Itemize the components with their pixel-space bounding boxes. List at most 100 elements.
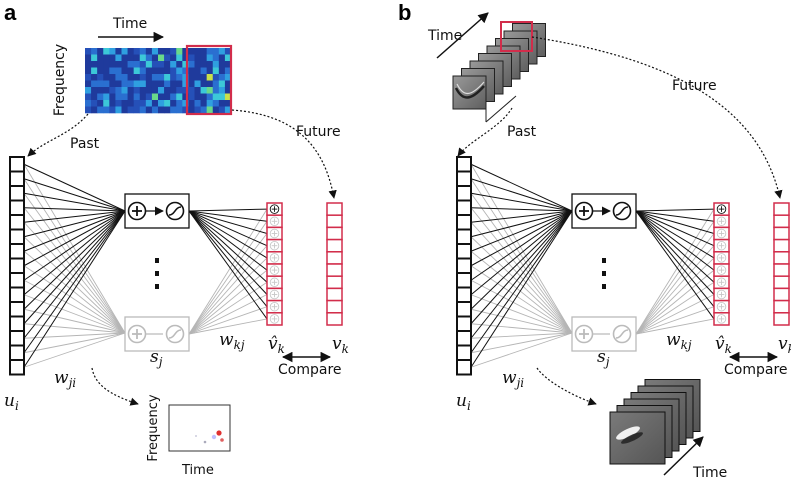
weight-line (470, 192, 573, 212)
spectrogram-cell (212, 93, 220, 101)
input-unit (456, 286, 472, 303)
target-unit (773, 275, 790, 290)
spectrogram-cell (164, 100, 171, 107)
spectrogram-cell (212, 100, 220, 107)
input-unit (456, 243, 472, 260)
spectrogram-cell (158, 100, 165, 107)
weight-line (635, 210, 715, 247)
spectrogram-cell (224, 67, 232, 75)
spectrogram-cell (170, 67, 177, 75)
panel-b-time-arrow (436, 12, 489, 59)
spectrogram-cell (212, 80, 220, 88)
weight-line-faded (470, 323, 573, 334)
spectrogram-cell (158, 74, 165, 81)
panel-b-weights (470, 163, 715, 368)
spectrogram-cell (85, 100, 92, 107)
spectrogram-cell (164, 80, 171, 88)
input-unit (9, 315, 25, 332)
spectrogram-cell (206, 67, 214, 75)
spectrogram-cell (206, 74, 214, 81)
spectrogram-cell (200, 93, 207, 101)
spectrogram-cell (133, 93, 141, 101)
weight-line (470, 210, 573, 354)
input-unit (456, 257, 472, 274)
spectrogram-cell (91, 74, 98, 81)
spectrogram-cell (127, 80, 134, 88)
weight-line-faded (23, 332, 126, 339)
sum-icon (269, 277, 280, 288)
panel-a-rf-arrow (91, 367, 139, 406)
weight-line-faded (23, 279, 126, 334)
input-unit (9, 243, 25, 260)
weight-line-faded (188, 294, 268, 335)
sum-icon (716, 253, 727, 263)
spectrogram-cell (91, 106, 98, 114)
spectrogram-cell (85, 106, 92, 114)
weight-line (188, 210, 268, 247)
spectrogram-cell (109, 74, 116, 81)
weight-line (188, 210, 268, 295)
spectrogram-cell (139, 54, 147, 62)
spectrogram-cell (139, 106, 147, 114)
sum-icon (716, 240, 727, 251)
spectrogram-cell (145, 67, 153, 75)
weight-line-faded (23, 164, 126, 334)
spectrogram-cell (188, 61, 195, 68)
weight-line-faded (23, 250, 126, 334)
spectrogram-cell (182, 61, 189, 68)
sum-icon (269, 240, 280, 251)
weight-line (635, 210, 715, 295)
weight-line (188, 210, 268, 259)
spectrogram-cell (139, 87, 147, 94)
spectrogram-cell (91, 100, 98, 107)
spectrogram-cell (176, 54, 183, 62)
spectrogram-cell (170, 80, 177, 88)
spectrogram-cell (133, 80, 141, 88)
spectrogram-cell (103, 106, 110, 114)
spectrogram-cell (194, 61, 201, 68)
spectrogram-cell (139, 61, 147, 68)
weight-line-faded (23, 221, 126, 334)
input-unit (456, 170, 472, 187)
spectrogram-cell (188, 48, 195, 55)
weight-line (23, 210, 126, 310)
spectrogram-cell (115, 74, 122, 81)
weight-line (188, 210, 268, 283)
spectrogram-cell (188, 54, 195, 62)
spectrogram-cell (121, 87, 128, 94)
panel-a-wkj-label: wkj (219, 330, 245, 352)
weight-line-faded (188, 221, 268, 335)
spectrogram-cell (218, 61, 226, 68)
spectrogram-cell (218, 54, 226, 62)
spectrogram-cell (194, 106, 201, 114)
spectrogram-cell (176, 93, 183, 101)
spectrogram-cell (206, 54, 214, 62)
weight-line (188, 210, 268, 234)
spectrogram-cell (200, 61, 207, 68)
spectrogram-cell (109, 100, 116, 107)
spectrogram-cell (91, 93, 98, 101)
video-frame-content (454, 85, 485, 99)
spectrogram-cell (188, 106, 195, 114)
panel-b-video-frames (452, 21, 546, 123)
input-unit (456, 344, 472, 361)
panel-b-target-column (773, 202, 790, 326)
target-unit (326, 263, 343, 277)
receptive-field-blob (616, 426, 640, 440)
target-unit (773, 226, 790, 241)
weight-line-faded (470, 332, 573, 339)
weight-line-faded (23, 236, 126, 334)
weight-line (188, 210, 268, 222)
spectrogram-cell (133, 100, 141, 107)
spectrogram-cell (176, 100, 183, 107)
input-unit (456, 315, 472, 332)
panel-b-time-label: Time (427, 28, 462, 44)
weight-line (23, 210, 126, 223)
spectrogram-cell (97, 74, 104, 81)
panel-b-past-arrow (457, 107, 513, 157)
spectrogram-cell (176, 106, 183, 114)
weight-line (635, 210, 715, 271)
spectrogram-cell (115, 48, 122, 55)
spectrogram-cell (121, 67, 128, 75)
input-unit (456, 199, 472, 216)
